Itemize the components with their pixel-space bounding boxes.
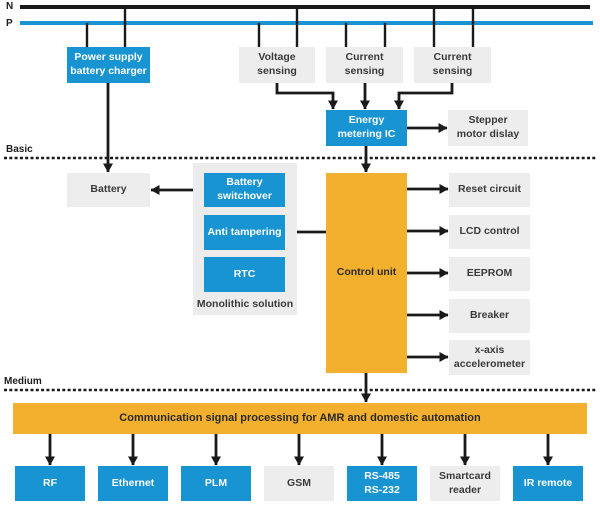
neutral-line bbox=[20, 5, 590, 9]
phase-line bbox=[20, 21, 593, 25]
node-label: Communication signal processing for AMR … bbox=[119, 412, 481, 425]
node-battery-switchover: Battery switchover bbox=[204, 173, 285, 207]
node-lcd-control: LCD control bbox=[449, 215, 530, 249]
node-label: RTC bbox=[233, 267, 256, 280]
node-rs485-rs232: RS-485 RS-232 bbox=[347, 466, 417, 501]
node-label: Current sensing bbox=[344, 51, 385, 77]
node-label: Smartcard reader bbox=[439, 469, 491, 496]
node-label: Anti tampering bbox=[207, 225, 282, 238]
node-label: LCD control bbox=[459, 225, 520, 238]
node-current-sensing-b: Current sensing bbox=[414, 47, 491, 83]
node-label: Breaker bbox=[469, 309, 510, 322]
node-energy-metering-ic: Energy metering IC bbox=[326, 110, 407, 146]
node-breaker: Breaker bbox=[449, 299, 530, 333]
node-power-supply: Power supply battery charger bbox=[67, 47, 150, 83]
node-stepper-motor-display: Stepper motor dislay bbox=[448, 110, 528, 146]
node-label: IR remote bbox=[523, 476, 573, 489]
node-anti-tampering: Anti tampering bbox=[204, 215, 285, 250]
node-reset-circuit: Reset circuit bbox=[449, 173, 530, 207]
node-rtc: RTC bbox=[204, 257, 285, 292]
node-label: RS-485 RS-232 bbox=[364, 469, 400, 496]
tier-medium-label: Medium bbox=[4, 376, 42, 387]
node-eeprom: EEPROM bbox=[449, 257, 530, 291]
node-ir-remote: IR remote bbox=[513, 466, 583, 501]
node-label: PLM bbox=[204, 476, 228, 489]
node-plm: PLM bbox=[181, 466, 251, 501]
node-control-unit: Control unit bbox=[326, 173, 407, 373]
arrow-current-sensing-b-to-metering-ic bbox=[394, 83, 454, 110]
tier-basic-label: Basic bbox=[6, 144, 33, 155]
node-battery: Battery bbox=[67, 173, 150, 207]
node-label: RF bbox=[43, 476, 57, 489]
node-label: EEPROM bbox=[466, 267, 513, 280]
node-smartcard-reader: Smartcard reader bbox=[430, 466, 500, 501]
node-label: Battery bbox=[90, 183, 127, 196]
monolithic-solution-panel: Battery switchover Anti tampering RTC Mo… bbox=[193, 163, 297, 315]
monolithic-solution-caption: Monolithic solution bbox=[196, 298, 294, 310]
arrow-voltage-sensing-to-metering-ic bbox=[275, 83, 338, 110]
neutral-line-label: N bbox=[6, 1, 14, 12]
node-label: Voltage sensing bbox=[257, 51, 297, 77]
node-label: x-axis accelerometer bbox=[453, 343, 526, 370]
node-current-sensing-a: Current sensing bbox=[326, 47, 403, 83]
node-label: Reset circuit bbox=[457, 183, 522, 196]
comm-processing-bar: Communication signal processing for AMR … bbox=[13, 403, 587, 434]
mains-tap-lines bbox=[85, 7, 475, 47]
node-gsm: GSM bbox=[264, 466, 334, 501]
node-label: GSM bbox=[287, 476, 311, 489]
node-label: Battery switchover bbox=[217, 176, 272, 202]
node-label: Current sensing bbox=[432, 51, 473, 77]
node-label: Energy metering IC bbox=[337, 114, 396, 140]
node-rf: RF bbox=[15, 466, 85, 501]
node-x-axis-accelerometer: x-axis accelerometer bbox=[449, 340, 530, 375]
node-label: Control unit bbox=[336, 266, 397, 279]
node-voltage-sensing: Voltage sensing bbox=[239, 47, 315, 83]
node-label: Stepper motor dislay bbox=[456, 114, 520, 140]
node-ethernet: Ethernet bbox=[98, 466, 168, 501]
node-label: Ethernet bbox=[111, 476, 155, 489]
node-label: Power supply battery charger bbox=[70, 51, 147, 77]
phase-line-label: P bbox=[6, 18, 13, 29]
